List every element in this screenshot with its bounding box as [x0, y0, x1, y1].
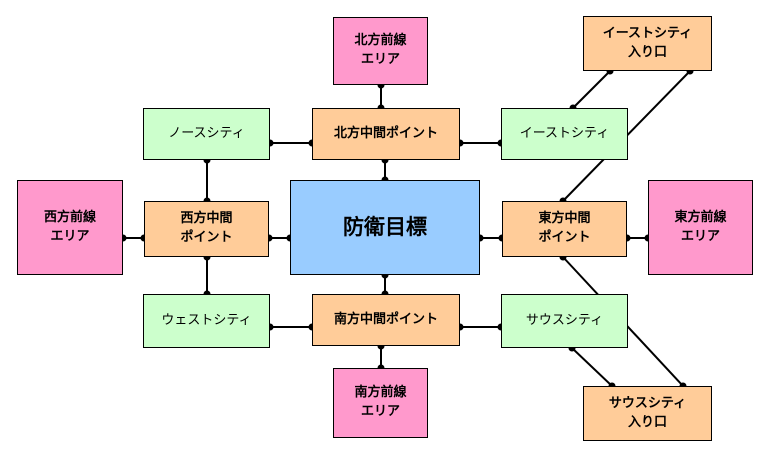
south-mid-node: 南方中間ポイント — [312, 294, 460, 346]
west-city-to-south-mid-connector — [266, 323, 316, 331]
target-node: 防衛目標 — [290, 180, 480, 275]
east-entrance-node: イーストシティ 入り口 — [583, 16, 712, 71]
north-mid-node: 北方中間ポイント — [312, 108, 460, 160]
north-city-to-north-mid-connector — [266, 139, 316, 147]
west-city-node: ウェストシティ — [143, 294, 270, 348]
east-front-node: 東方前線 エリア — [648, 180, 753, 275]
north-city-node: ノースシティ — [143, 108, 270, 160]
south-front-node: 南方前線 エリア — [333, 368, 428, 438]
west-mid-node: 西方中間 ポイント — [144, 201, 269, 257]
north-city-to-west-mid-connector — [203, 156, 211, 205]
south-mid-to-south-city-connector — [456, 323, 505, 331]
east-city-to-east-entrance-line — [572, 70, 611, 109]
west-mid-to-west-city-connector — [203, 253, 211, 298]
south-city-to-south-entrance-connector — [568, 344, 616, 390]
west-front-node: 西方前線 エリア — [17, 180, 123, 275]
south-city-node: サウスシティ — [501, 294, 628, 348]
south-entrance-node: サウスシティ 入り口 — [583, 386, 712, 441]
south-city-to-south-entrance-line — [571, 347, 613, 387]
east-city-node: イーストシティ — [501, 108, 628, 160]
north-front-node: 北方前線 エリア — [333, 17, 428, 85]
east-city-to-east-entrance-connector — [569, 67, 614, 112]
east-mid-node: 東方中間 ポイント — [502, 201, 627, 257]
north-mid-to-east-city-connector — [456, 139, 505, 147]
north-front-to-north-mid-connector — [377, 81, 385, 112]
